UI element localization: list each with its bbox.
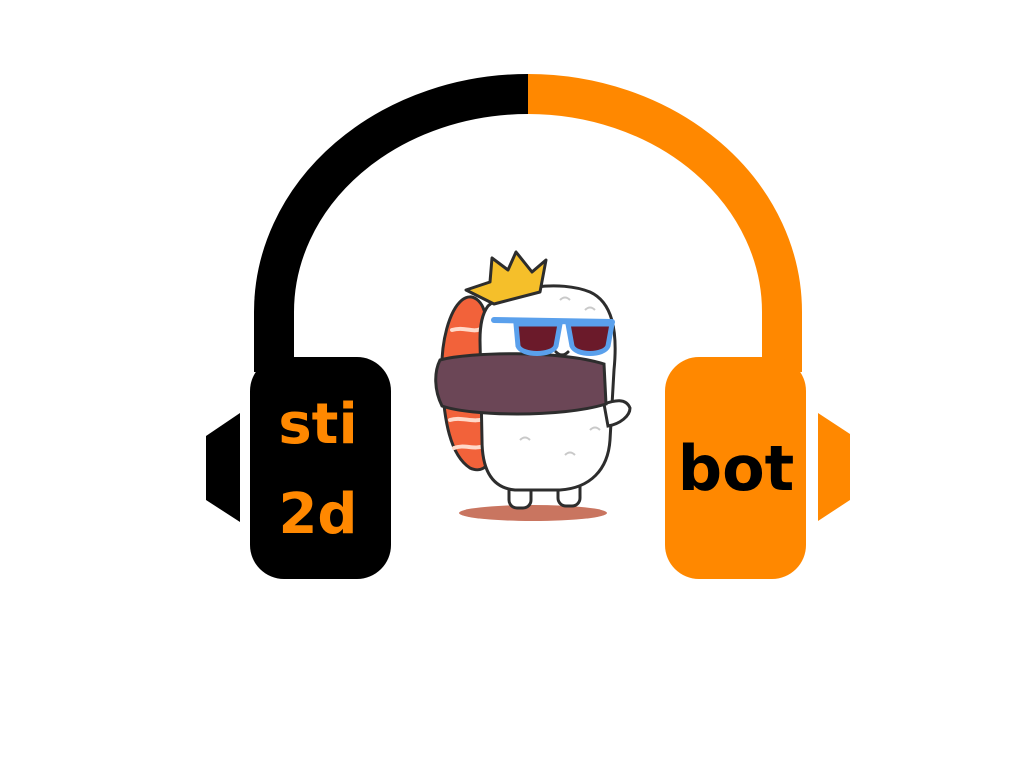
mascot-shadow: [459, 505, 607, 521]
mascot-smile: [554, 350, 570, 357]
right-cup-body: [665, 357, 806, 579]
right-cup-text: bot: [678, 432, 795, 505]
left-cup-text-line1: sti: [278, 392, 357, 457]
sushi-mascot: [434, 250, 632, 521]
right-cup-tab: [818, 413, 850, 521]
nori-band: [434, 352, 608, 416]
headband: [254, 74, 802, 372]
sunglasses-icon: [491, 317, 615, 356]
left-cup-body: [250, 357, 391, 579]
right-ear-cup: bot: [665, 357, 850, 579]
left-cup-tab: [206, 413, 240, 522]
mascot-arm: [602, 399, 632, 428]
left-cup-text-line2: 2d: [278, 482, 357, 547]
crown-icon: [464, 250, 548, 306]
left-ear-cup: sti 2d: [206, 357, 391, 579]
